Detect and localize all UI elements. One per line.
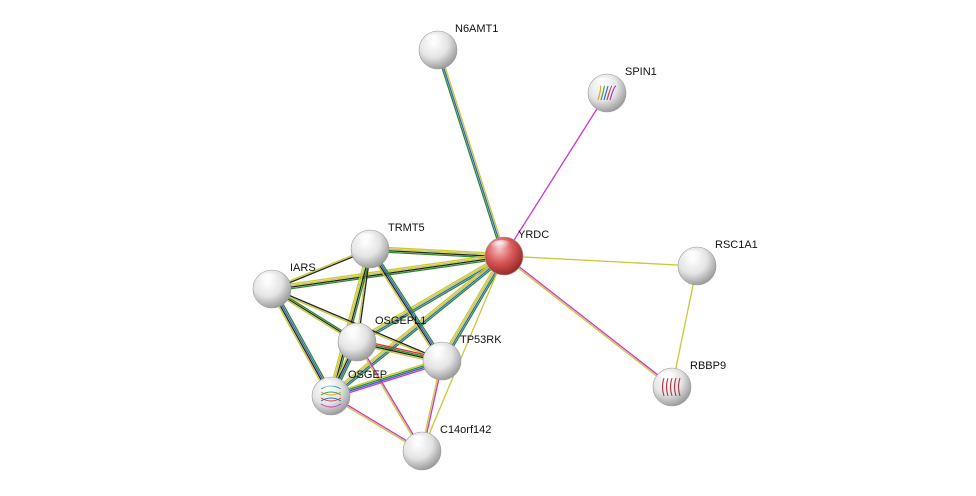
node-label: IARS: [290, 262, 316, 274]
edge-strand: [442, 256, 506, 362]
edge-YRDC-SPIN1: [503, 92, 608, 257]
node-label: OSGEP: [348, 369, 387, 381]
node-shine: [683, 250, 707, 264]
edge-OSGEPL1-C14orf142: [355, 341, 424, 452]
edge-strand: [273, 287, 334, 396]
edge-strand: [440, 255, 504, 361]
node-TRMT5[interactable]: TRMT5: [350, 222, 425, 269]
node-RBBP9[interactable]: RBBP9: [652, 360, 726, 407]
edge-strand: [270, 289, 331, 397]
edge-strand: [331, 256, 505, 398]
node-shine: [428, 345, 452, 359]
edge-TP53RK-OSGEP: [330, 358, 443, 399]
edge-strand: [330, 358, 442, 395]
node-TP53RK[interactable]: TP53RK: [422, 334, 502, 381]
node-SPIN1[interactable]: SPIN1: [587, 66, 657, 113]
node-shine: [593, 77, 617, 91]
edge-YRDC-RBBP9: [503, 254, 673, 389]
node-label: YRDC: [518, 229, 549, 241]
node-label: N6AMT1: [455, 23, 498, 35]
edge-strand: [272, 288, 333, 396]
node-shine: [317, 380, 341, 394]
edge-strand: [421, 255, 505, 452]
edge-YRDC-RSC1A1: [503, 255, 698, 267]
node-label: TP53RK: [460, 334, 502, 346]
edge-YRDC-C14orf142: [421, 255, 505, 452]
node-label: C14orf142: [440, 424, 491, 436]
edge-strand: [503, 256, 672, 389]
edge-strand: [369, 249, 504, 258]
edge-strand: [331, 362, 443, 399]
edge-strand: [438, 49, 507, 256]
edge-strand: [331, 361, 443, 398]
edge-strand: [439, 254, 503, 361]
node-label: RSC1A1: [715, 239, 758, 251]
edge-strand: [504, 254, 673, 387]
edge-TRMT5-TP53RK: [367, 247, 445, 363]
edge-strand: [370, 248, 444, 361]
node-shine: [658, 371, 682, 385]
edge-strand: [330, 359, 442, 396]
edge-strand: [370, 247, 505, 256]
node-label: OSGEPL1: [375, 315, 426, 327]
edge-strand: [368, 249, 442, 362]
node-OSGEP[interactable]: OSGEP: [311, 369, 387, 416]
node-label: TRMT5: [388, 222, 425, 234]
node-shine: [258, 273, 282, 287]
edge-strand: [503, 255, 698, 267]
edge-strand: [269, 289, 330, 398]
edge-strand: [357, 341, 424, 451]
node-label: SPIN1: [625, 66, 657, 78]
node-shine: [356, 233, 380, 247]
edge-strand: [356, 254, 504, 342]
node-shine: [343, 326, 367, 340]
edge-strand: [371, 247, 445, 361]
edge-strand: [370, 245, 505, 255]
edge-strand: [437, 49, 505, 257]
edge-RSC1A1-RBBP9: [671, 265, 698, 388]
edge-strand: [271, 252, 504, 288]
node-OSGEPL1[interactable]: OSGEPL1: [337, 315, 426, 362]
node-label: RBBP9: [690, 360, 726, 372]
edge-strand: [367, 249, 441, 363]
edge-strand: [357, 256, 505, 344]
node-shine: [424, 34, 448, 48]
node-RSC1A1[interactable]: RSC1A1: [677, 239, 758, 286]
node-shine: [490, 240, 514, 254]
node-N6AMT1[interactable]: N6AMT1: [418, 23, 498, 70]
edge-strand: [435, 50, 504, 257]
edge-strand: [331, 249, 372, 397]
edge-strand: [503, 92, 608, 257]
edge-strand: [355, 342, 422, 452]
node-YRDC[interactable]: YRDC: [484, 229, 549, 276]
edge-strand: [671, 265, 698, 388]
edge-layer: [269, 49, 698, 453]
edge-YRDC-N6AMT1: [435, 49, 507, 257]
node-shine: [408, 435, 432, 449]
node-C14orf142[interactable]: C14orf142: [402, 424, 491, 471]
edge-IARS-OSGEP: [269, 287, 334, 398]
edge-strand: [355, 253, 504, 341]
node-IARS[interactable]: IARS: [252, 262, 316, 309]
